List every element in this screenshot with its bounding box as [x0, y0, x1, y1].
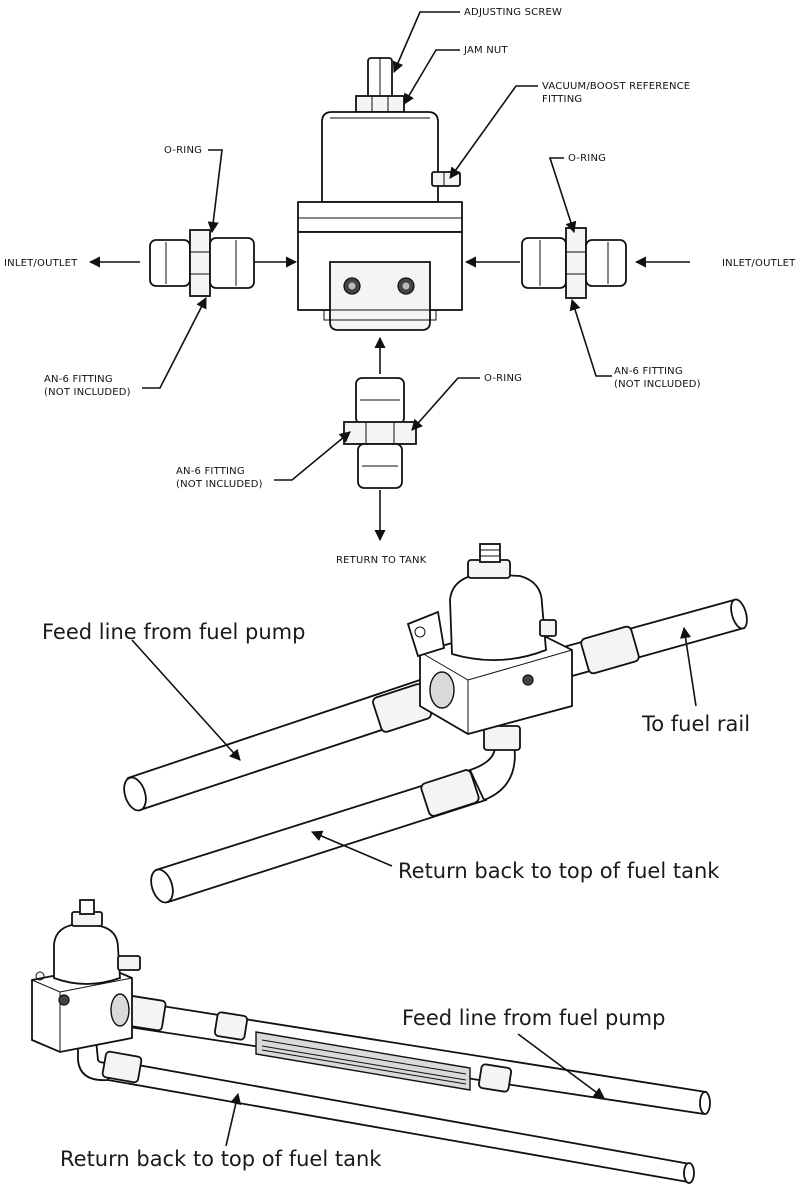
leader-middle-rail — [679, 626, 697, 707]
leader-an6-bottom — [274, 431, 351, 481]
bottom-regulator-bonnet — [53, 923, 121, 985]
leader-o-ring-left — [207, 149, 223, 234]
label-middle-feed-line: Feed line from fuel pump — [42, 620, 305, 644]
left-an6-fitting — [149, 229, 255, 297]
label-bottom-feed-line: Feed line from fuel pump — [402, 1006, 665, 1030]
label-vacuum-ref-line1: VACUUM/BOOST REFERENCE — [542, 81, 690, 92]
label-an6-right-line1: AN-6 FITTING — [614, 366, 683, 377]
label-an6-left-line1: AN-6 FITTING — [44, 374, 113, 385]
middle-installation-view: Feed line from fuel pump To fuel rail Re… — [42, 543, 750, 904]
leader-an6-left — [142, 297, 207, 389]
right-an6-fitting — [521, 227, 627, 299]
leader-o-ring-bottom — [411, 377, 480, 431]
label-middle-to-fuel-rail: To fuel rail — [641, 712, 750, 736]
label-an6-bottom-line1: AN-6 FITTING — [176, 466, 245, 477]
label-o-ring-bottom: O-RING — [484, 373, 522, 384]
label-jam-nut: JAM NUT — [463, 45, 508, 56]
regulator-body — [297, 111, 463, 331]
leader-middle-return — [310, 830, 393, 867]
bottom-installation-view: Feed line from fuel pump Return back to … — [31, 899, 711, 1184]
label-vacuum-ref-line2: FITTING — [542, 94, 582, 105]
middle-rail-fitting — [580, 625, 640, 675]
leader-middle-feed — [131, 639, 241, 761]
leader-bottom-return — [225, 1092, 242, 1147]
jam-nut — [355, 95, 405, 113]
exploded-view: ADJUSTING SCREW JAM NUT VACUUM/BOOST REF… — [4, 7, 796, 566]
label-adjusting-screw: ADJUSTING SCREW — [464, 7, 562, 18]
label-an6-right-line2: (NOT INCLUDED) — [614, 379, 701, 390]
label-o-ring-right: O-RING — [568, 153, 606, 164]
label-middle-return-line: Return back to top of fuel tank — [398, 859, 720, 883]
leader-an6-right — [569, 298, 612, 377]
middle-return-fitting — [420, 769, 480, 817]
adjusting-screw — [367, 57, 393, 99]
leader-adjusting-screw — [392, 11, 460, 74]
label-bottom-return-line: Return back to top of fuel tank — [60, 1147, 382, 1171]
leader-o-ring-right — [548, 157, 577, 234]
label-inlet-outlet-right: INLET/OUTLET — [722, 258, 796, 269]
label-an6-left-line2: (NOT INCLUDED) — [44, 387, 131, 398]
label-an6-bottom-line2: (NOT INCLUDED) — [176, 479, 263, 490]
leader-bottom-feed — [517, 1033, 605, 1099]
label-o-ring-left: O-RING — [164, 145, 202, 156]
label-inlet-outlet-left: INLET/OUTLET — [4, 258, 78, 269]
bottom-an6-fitting — [343, 377, 417, 489]
leader-vacuum-ref — [449, 85, 538, 179]
middle-return-port — [483, 725, 521, 751]
middle-regulator-bonnet — [449, 573, 547, 661]
label-return-to-tank: RETURN TO TANK — [336, 555, 427, 566]
leader-jam-nut — [403, 49, 460, 105]
